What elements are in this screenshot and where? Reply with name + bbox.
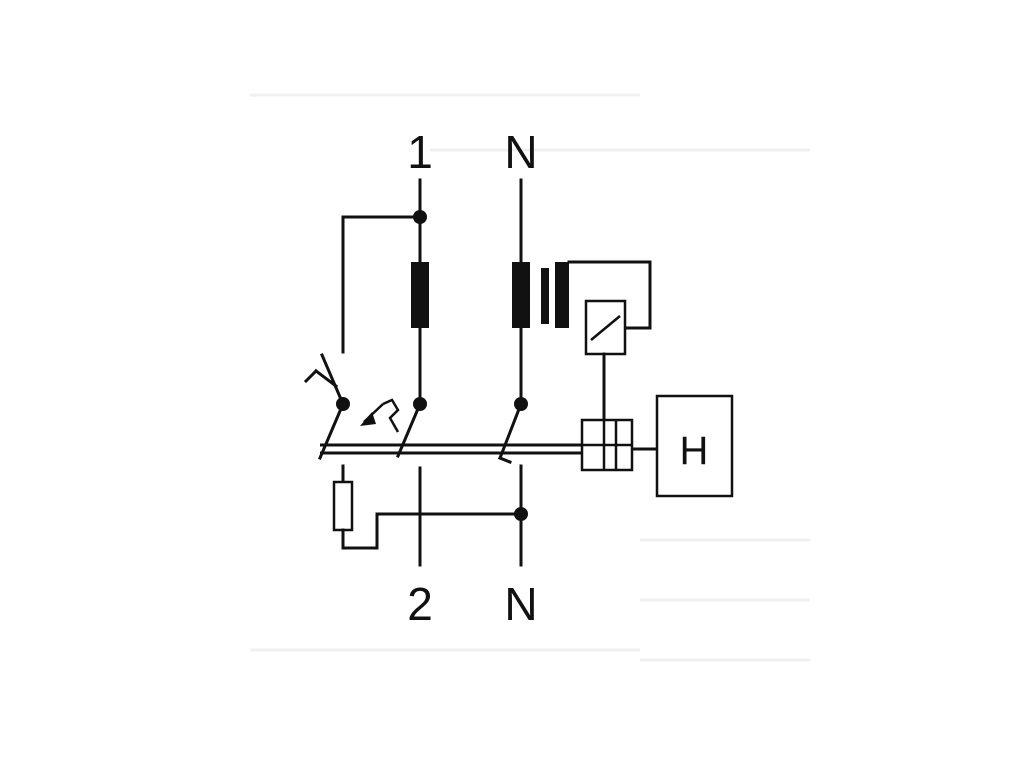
terminal-label-n-top: N — [504, 126, 537, 178]
line-conductor — [396, 178, 429, 567]
h-device-label: H — [680, 429, 709, 473]
terminal-label-1: 1 — [407, 126, 433, 178]
neutral-coil — [512, 262, 530, 328]
line-overcurrent-coil — [411, 262, 429, 328]
test-button-stem — [320, 353, 345, 406]
h-device-box — [655, 394, 734, 498]
neutral-conductor — [498, 178, 530, 567]
terminal-label-n-bottom: N — [504, 578, 537, 630]
trip-indicator-arrow — [360, 398, 400, 433]
h-device: H — [655, 394, 734, 498]
terminal-label-2: 2 — [407, 578, 433, 630]
residual-current-sensor — [541, 260, 652, 422]
test-circuit — [303, 215, 523, 550]
background-watermark — [250, 93, 810, 662]
mechanical-linkage — [320, 443, 657, 455]
latch-mechanism — [580, 418, 634, 472]
test-resistor — [332, 480, 354, 532]
toroid-core — [555, 262, 569, 328]
